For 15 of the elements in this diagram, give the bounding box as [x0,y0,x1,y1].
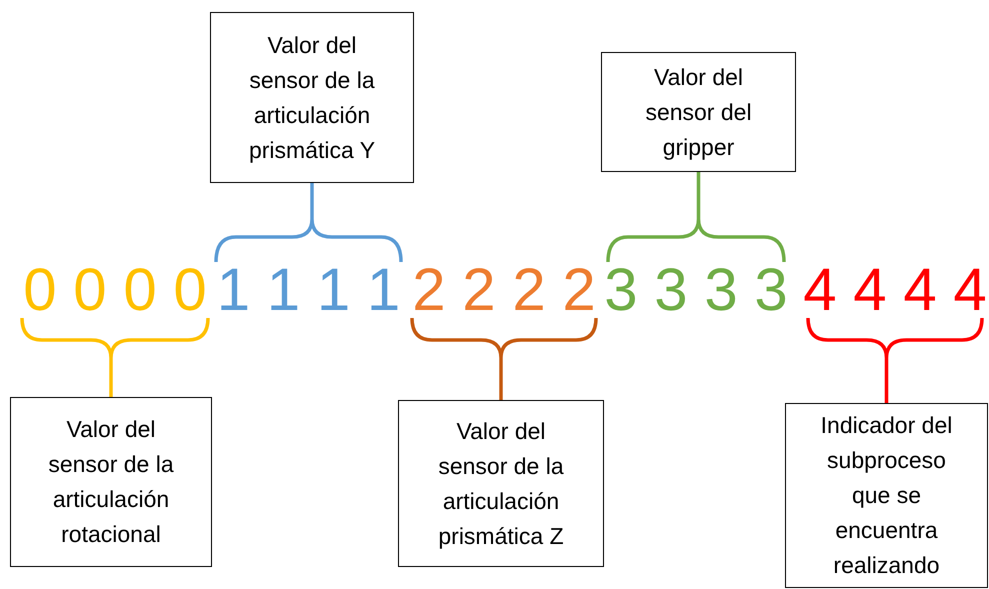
text-box: Indicador del subproceso que se encuentra realizando [785,403,988,588]
text-box: Valor del sensor de la articulación rotacional [10,397,212,567]
curly-brace-connector [806,316,984,405]
curly-brace-connector [20,316,210,399]
digit-group: 1 1 1 1 [212,262,405,318]
digit-group: 4 4 4 4 [804,262,986,318]
text-box: Valor del sensor de la articulación prismática Z [398,400,604,567]
text-box: Valor del sensor del gripper [601,52,796,172]
digit-group: 0 0 0 0 [18,262,212,318]
digit-group: 3 3 3 3 [604,262,788,318]
curly-brace-connector [606,170,786,264]
text-box: Valor del sensor de la articulación prismática Y [210,12,414,183]
digit-group: 2 2 2 2 [408,262,600,318]
curly-brace-connector [410,316,598,402]
curly-brace-connector [214,181,403,264]
